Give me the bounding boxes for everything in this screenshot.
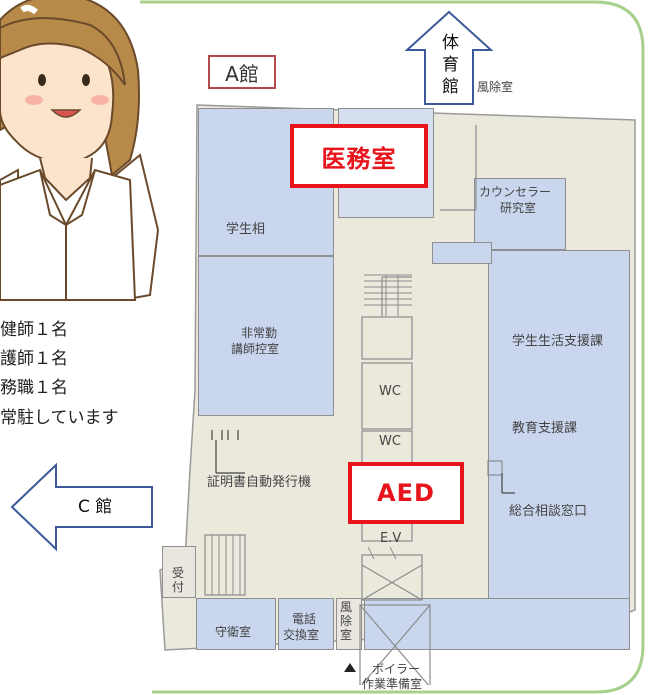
label-student-support: 学生生活支援課 [512,334,604,349]
room-guard [196,598,276,650]
label-counselor-2: 研究室 [500,201,537,215]
label-reception-2: 付 [172,580,185,594]
label-education-support: 教育支援課 [512,421,578,436]
label-part-time-1: 非常勤 [241,326,278,340]
label-certificate-machine: 証明書自動発行機 [207,475,312,490]
label-wind-bottom-2: 除 [340,614,353,628]
room-phone [278,598,334,650]
label-general-consult: 総合相談窓口 [509,504,588,519]
floor-plan-walls [204,125,515,685]
gymnasium-char-2: 育 [442,55,459,75]
room-strip [432,242,492,264]
room-student-support [488,250,630,600]
room-counselor [474,178,566,250]
label-ev: E.V [380,531,402,546]
staff-line-2: 護師１名 [0,349,68,369]
label-reception-1: 受 [172,566,185,580]
building-label: A館 [208,55,276,89]
staff-line-1: 健師１名 [0,320,68,340]
infirmary-highlight: 医務室 [290,124,428,188]
staff-illustration [0,0,160,302]
room-wind-bottom [336,598,362,650]
label-student-consult: 学生相 [226,222,266,237]
room-bottom-right [364,598,630,650]
room-reception [162,546,196,598]
gymnasium-arrow-icon [405,10,493,105]
c-building-arrow-icon [10,462,153,552]
aed-highlight: AED [348,462,464,524]
label-wind-bottom-1: 風 [340,600,353,614]
staff-line-4: 常駐しています [0,408,119,428]
label-wc-1: WC [379,384,401,399]
staff-line-3: 務職１名 [0,378,68,398]
label-guard: 守衛室 [215,625,252,639]
label-boiler-2: 作業準備室 [362,677,423,691]
label-wind-bottom-3: 室 [340,628,353,642]
label-phone-2: 交換室 [283,628,320,642]
label-boiler-1: ボイラー [372,662,421,676]
label-phone-1: 電話 [292,612,317,626]
label-counselor-1: カウンセラー [479,185,552,199]
label-wc-2: WC [379,434,401,449]
gymnasium-char-1: 体 [442,33,459,53]
label-wind-room-top: 風除室 [477,80,514,94]
c-building-label: C 館 [78,497,113,517]
gymnasium-char-3: 館 [442,77,459,97]
label-part-time-2: 講師控室 [231,342,280,356]
room-part-time-lecturers [198,256,334,416]
